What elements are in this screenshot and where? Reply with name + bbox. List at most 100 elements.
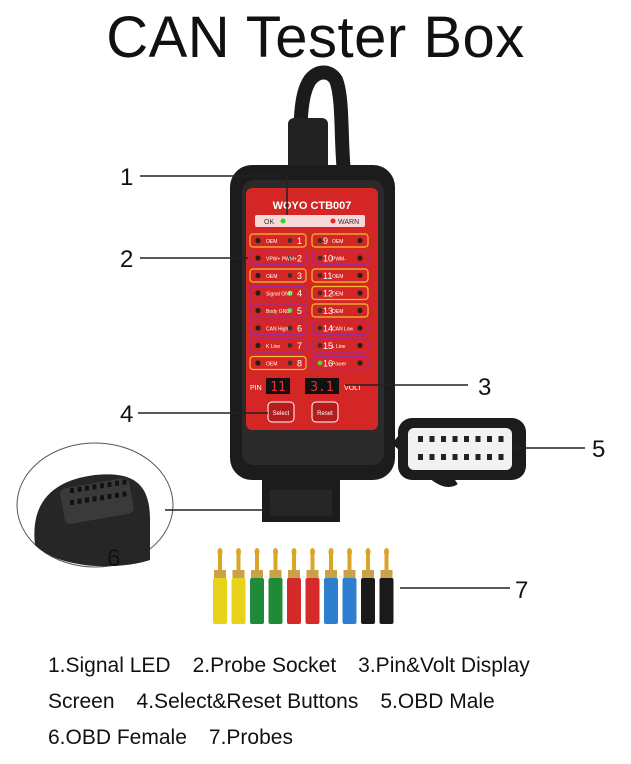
signal-led xyxy=(287,343,293,348)
female-hole xyxy=(115,480,119,486)
signal-led xyxy=(317,290,323,296)
probe xyxy=(231,548,246,624)
pin-number: 16 xyxy=(323,359,333,369)
pin-number: 1 xyxy=(297,236,302,246)
callout-6: 6 xyxy=(107,545,120,572)
probe-socket xyxy=(357,255,363,261)
pin-label: CAN High xyxy=(266,327,288,333)
pin-row-1[interactable]: OEM 1 xyxy=(249,233,307,248)
probe-socket xyxy=(255,307,261,314)
pin-display-value: 11 xyxy=(270,380,286,395)
pin-number: 4 xyxy=(297,289,302,299)
probe-socket xyxy=(255,360,261,366)
probe-socket xyxy=(255,290,261,296)
female-hole xyxy=(122,491,127,497)
signal-led xyxy=(287,238,293,243)
pin-label: Body GND xyxy=(266,309,290,315)
ok-led xyxy=(280,218,286,224)
cable-strain-relief xyxy=(288,118,328,180)
brand-label: WOYO CTB007 xyxy=(273,200,352,212)
probe xyxy=(268,548,283,624)
female-hole xyxy=(100,483,104,489)
signal-led xyxy=(317,273,323,278)
legend-item-1: 1.Signal LED xyxy=(48,654,171,677)
legend-item-7: 7.Probes xyxy=(208,726,293,749)
probe-socket xyxy=(255,237,261,244)
signal-led xyxy=(317,238,323,243)
probe xyxy=(361,548,375,624)
probe-socket xyxy=(357,290,363,296)
signal-led xyxy=(287,308,293,313)
probe-socket xyxy=(255,325,261,331)
probe-socket xyxy=(357,360,363,366)
male-pin xyxy=(464,454,469,460)
page-title: CAN Tester Box xyxy=(106,5,525,70)
probe xyxy=(342,548,357,624)
pin-number: 6 xyxy=(297,324,302,334)
male-pin xyxy=(475,436,481,442)
pin-row-2[interactable]: VPW+ PWM+2 xyxy=(249,250,307,266)
pin-number: 2 xyxy=(297,254,302,264)
reset-button[interactable] xyxy=(311,401,339,423)
pin-label: PIN xyxy=(250,385,262,392)
volt-display-value: 3.1 xyxy=(310,380,333,395)
probe-socket xyxy=(357,342,363,349)
pin-display xyxy=(266,378,290,394)
legend-item-4: 4.Select&Reset Buttons xyxy=(136,690,359,713)
pin-row-3[interactable]: OEM 3 xyxy=(249,268,307,283)
probe xyxy=(379,548,394,624)
pin-label: VPW+ PWM+ xyxy=(266,257,297,263)
pin-label: OEM xyxy=(332,292,343,298)
probe xyxy=(305,548,320,624)
probe-socket xyxy=(357,307,363,314)
signal-led xyxy=(317,308,323,313)
pin-label: OEM xyxy=(266,362,277,368)
female-hole xyxy=(70,500,74,505)
pin-number: 3 xyxy=(297,271,302,281)
female-hole xyxy=(100,495,104,501)
male-pin xyxy=(498,454,504,460)
pin-number: 9 xyxy=(323,236,328,246)
select-button-label: Select xyxy=(273,411,290,417)
pin-label: Power xyxy=(332,362,347,368)
male-pin xyxy=(452,454,458,460)
pin-number: 12 xyxy=(323,289,333,299)
legend-item-3: 3.Pin&Volt Display xyxy=(358,654,530,677)
pin-number: 11 xyxy=(323,271,332,281)
warn-label: WARN xyxy=(338,219,359,226)
signal-led xyxy=(287,325,293,331)
pin-number: 15 xyxy=(323,341,333,351)
male-pin xyxy=(487,436,492,442)
male-pin xyxy=(464,436,469,442)
status-strip xyxy=(255,215,365,227)
probe xyxy=(324,548,338,624)
pin-number: 13 xyxy=(323,306,333,316)
signal-led xyxy=(317,325,323,331)
select-button[interactable] xyxy=(267,401,295,423)
pin-row-6[interactable]: CAN High 6 xyxy=(249,320,307,336)
female-hole xyxy=(107,494,112,499)
probe-socket xyxy=(357,237,363,244)
pin-label: OEM xyxy=(332,309,343,315)
female-hole xyxy=(92,496,97,502)
female-hole xyxy=(115,492,119,498)
pin-label: OEM xyxy=(266,239,277,245)
probe xyxy=(250,548,264,624)
callout-2: 2 xyxy=(120,246,133,273)
pin-label: OEM xyxy=(266,274,277,280)
pin-row-10[interactable]: PWM-10 xyxy=(311,250,369,266)
female-hole xyxy=(70,488,74,493)
callout-4: 4 xyxy=(120,401,133,428)
